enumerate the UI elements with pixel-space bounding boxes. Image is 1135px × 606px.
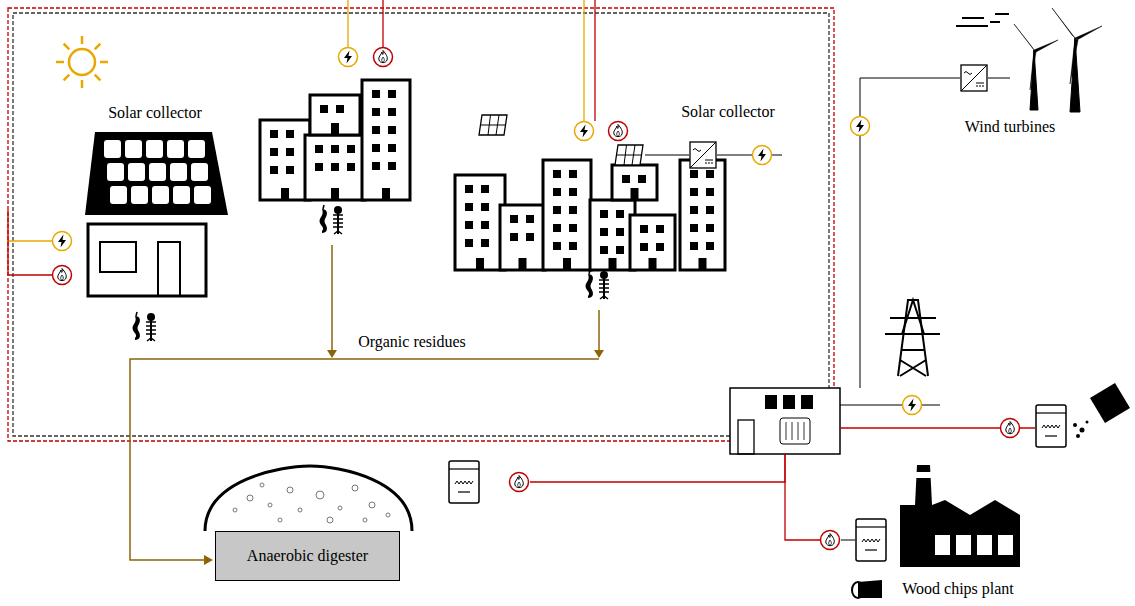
component-label: Wood chips plant	[902, 580, 1014, 598]
node-label: Anaerobic digester	[237, 547, 378, 565]
component-label: Solar collector	[681, 103, 775, 121]
component-label: Wind turbines	[965, 118, 1055, 136]
flow-label: Organic residues	[355, 333, 469, 351]
component-label: Solar collector	[108, 104, 202, 122]
digester-tank: Anaerobic digester	[215, 531, 400, 581]
